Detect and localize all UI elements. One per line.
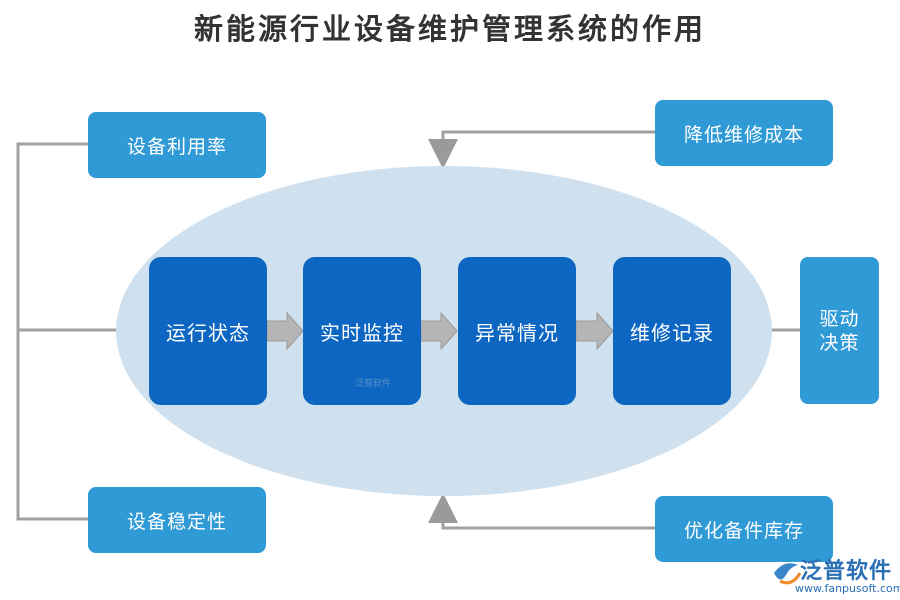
- box-equipment-utilization-label: 设备利用率: [126, 135, 227, 158]
- flow-step-label: 实时监控: [320, 320, 404, 345]
- flow-step-label: 运行状态: [166, 320, 250, 345]
- flow-step-running-status: 运行状态: [149, 257, 267, 405]
- flow-arrow-3: [575, 311, 614, 351]
- box-reduce-cost: 降低维修成本: [655, 100, 833, 166]
- flow-step-realtime-monitoring: 实时监控: [303, 257, 421, 405]
- flow-arrow-1: [266, 311, 304, 351]
- drive-decision-line-2: 决策: [819, 331, 860, 354]
- stock-to-ellipse-arrow: [428, 493, 655, 530]
- flow-step-anomaly: 异常情况: [458, 257, 576, 405]
- flow-arrow-2: [420, 311, 458, 351]
- flow-step-label: 异常情况: [475, 320, 559, 345]
- box-optimize-stock-label: 优化备件库存: [683, 519, 804, 542]
- drive-decision-line-1: 驱动: [819, 307, 860, 330]
- diagram-title: 新能源行业设备维护管理系统的作用: [193, 12, 706, 46]
- cost-to-ellipse-arrow: [428, 130, 655, 169]
- watermark-text: 泛普软件: [355, 379, 392, 389]
- box-reduce-cost-label: 降低维修成本: [683, 123, 804, 146]
- fanpu-logo-icon: [774, 563, 802, 585]
- box-drive-decision: 驱动 决策: [800, 257, 879, 404]
- box-equipment-stability-label: 设备稳定性: [126, 510, 227, 533]
- logo-name: 泛普软件: [800, 559, 893, 584]
- logo-url: www.fanpusoft.com: [795, 582, 900, 595]
- box-optimize-stock: 优化备件库存: [655, 496, 833, 562]
- box-equipment-stability: 设备稳定性: [88, 487, 266, 553]
- flow-step-label: 维修记录: [630, 320, 714, 345]
- box-equipment-utilization: 设备利用率: [88, 112, 266, 178]
- flow-step-repair-record: 维修记录: [613, 257, 731, 405]
